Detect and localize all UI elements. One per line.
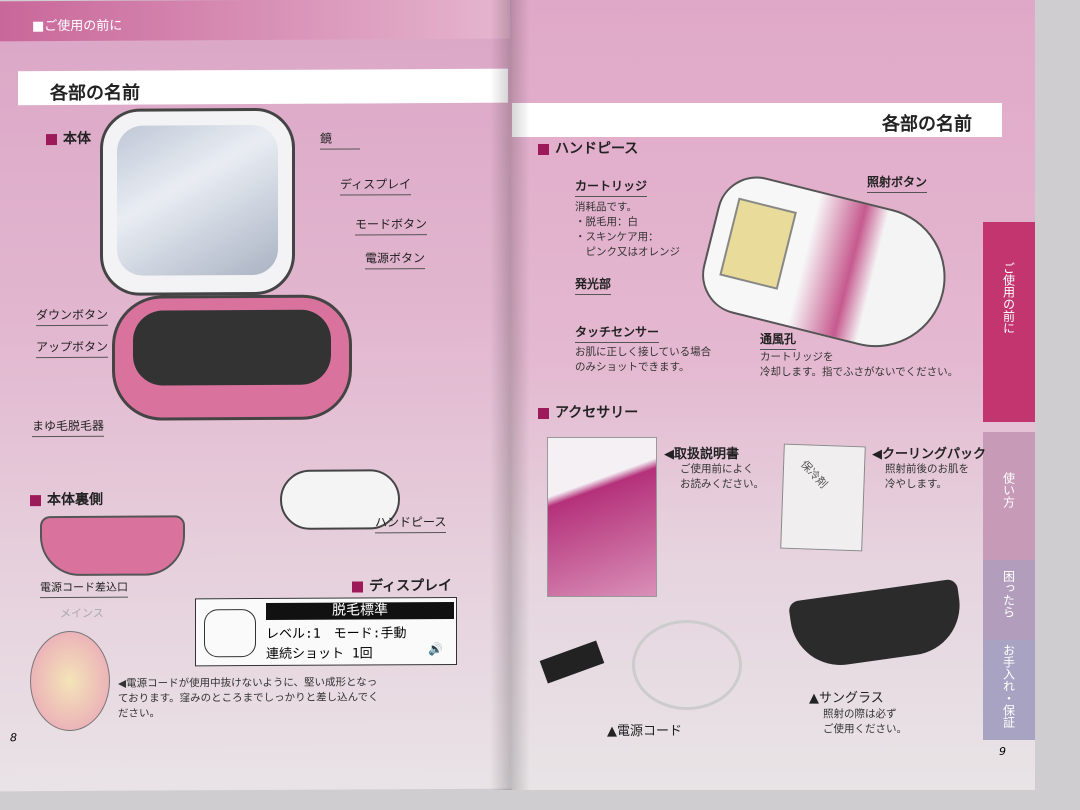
section-body: 本体 [46,128,91,148]
emitter-window [719,197,797,290]
display-line-1: 脱毛標準 [266,601,454,620]
sunglasses-note: 照射の際は必ずご使用ください。 [823,708,907,735]
cooling-pack-text: 保冷剤 [797,457,830,491]
label-emitter: 発光部 [575,275,612,295]
section-header: ■ご使用の前に [32,18,123,35]
manual-note: ご使用前によくお読みください。 [680,463,764,490]
cartridge-note: 消耗品です。・脱毛用：白・スキンケア用： ピンク又はオレンジ [575,201,680,258]
device-back-drawing [40,515,185,577]
cord-note: ◀電源コードが使用中抜けないように、堅い成形となっております。窪みのところまでし… [118,676,379,720]
label-eyebrow-trimmer: まゆ毛脱毛器 [32,416,105,438]
device-panel [133,309,331,386]
page-number-right: 9 [999,745,1006,758]
display-line-3: 連続ショット 1回 [266,646,373,662]
label-cooling-pack: ◀クーリングパック [872,447,986,462]
tab-troubleshooting[interactable]: 困ったら [983,560,1035,640]
tab-before-use[interactable]: ご使用の前に [983,222,1035,422]
mirror-icon [117,124,278,276]
mirror-lid [100,107,295,296]
plug-icon [539,640,605,684]
vent-note: カートリッジを冷却します。指でふさがないでください。 [760,351,959,378]
device-base [112,294,352,421]
label-fire-button: 照射ボタン [867,173,928,193]
cooling-note: 照射前後のお肌を冷やします。 [885,463,969,490]
sunglasses-illustration [787,578,967,672]
tab-care-warranty[interactable]: お手入れ・保証 [983,640,1035,740]
label-cartridge: カートリッジ [575,177,648,197]
display-line-2: レベル:1 モード:手動 [266,626,407,642]
cord-closeup-drawing [30,630,110,732]
section-handpiece: ハンドピース [538,138,638,158]
label-manual: ◀取扱説明書 [664,447,739,462]
page-number-left: 8 [10,731,17,745]
label-power-button: 電源ボタン [365,249,426,270]
cooling-pack-illustration: 保冷剤 [780,443,866,552]
section-accessory: アクセサリー [538,402,638,422]
touch-note: お肌に正しく接している場合のみショットできます。 [575,346,712,373]
left-page: ■ご使用の前に 各部の名前 本体 鏡 ディスプレイ モードボタン 電源ボタン ダ… [0,0,512,792]
section-display: ディスプレイ [352,575,452,596]
page-title-right: 各部の名前 [882,114,972,135]
handpiece-illustration [693,168,961,362]
label-handpiece: ハンドピース [375,513,447,534]
label-cord-inlet: 電源コード差込口 [40,578,128,599]
label-mode-button: モードボタン [355,215,428,236]
label-mirror: 鏡 [320,129,360,150]
book-spine-shadow [490,0,530,790]
label-display: ディスプレイ [340,175,412,196]
label-touch-sensor: タッチセンサー [575,323,660,343]
right-page: 各部の名前 ハンドピース カートリッジ 消耗品です。・脱毛用：白・スキンケア用：… [512,0,1035,790]
label-power-cord: ▲電源コード [607,724,682,739]
speaker-icon: 🔊 [428,642,443,657]
title-band-right [512,103,1002,137]
power-cord-illustration [632,620,742,710]
label-up-button: アップボタン [36,337,109,359]
label-main-switch: メインス [60,606,104,621]
device-icon [204,609,256,658]
manual-illustration [547,437,657,597]
display-panel: 脱毛標準 レベル:1 モード:手動 連続ショット 1回 🔊 [195,596,457,667]
tab-how-to-use[interactable]: 使い方 [983,432,1035,560]
page-title: 各部の名前 [50,82,140,105]
label-vent: 通風孔 [760,330,797,350]
label-sunglasses: ▲サングラス [809,691,884,706]
section-back: 本体裏側 [30,489,103,509]
label-down-button: ダウンボタン [36,305,109,327]
